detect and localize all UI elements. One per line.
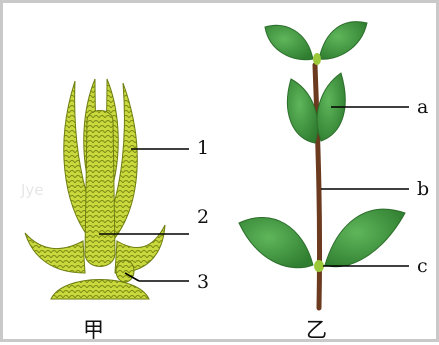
caption-jia: 甲 (83, 318, 104, 342)
bud-primordium-3 (116, 260, 134, 282)
diagram-canvas: Jye 1 2 3 甲 a b c 乙 (3, 3, 439, 345)
label-a: a (417, 96, 428, 118)
branch-yi (239, 22, 405, 308)
bud-structure-jia (25, 79, 165, 299)
leaf-top-left (265, 25, 313, 59)
leaf-primordium-left (25, 233, 85, 273)
label-c: c (417, 255, 428, 277)
leaf-mid-left (287, 79, 317, 143)
bud-base (51, 280, 149, 300)
label-b: b (417, 178, 429, 200)
label-3: 3 (197, 271, 209, 293)
label-1: 1 (197, 137, 209, 159)
leaf-bottom-left (239, 217, 313, 267)
label-2: 2 (197, 206, 209, 228)
bud-axis (85, 111, 115, 267)
terminal-bud (313, 53, 321, 65)
leaf-top-right (319, 22, 367, 60)
leaf-bottom-right (325, 209, 405, 267)
caption-yi: 乙 (306, 318, 327, 342)
watermark: Jye (20, 181, 44, 199)
axillary-bud-c (314, 260, 324, 272)
